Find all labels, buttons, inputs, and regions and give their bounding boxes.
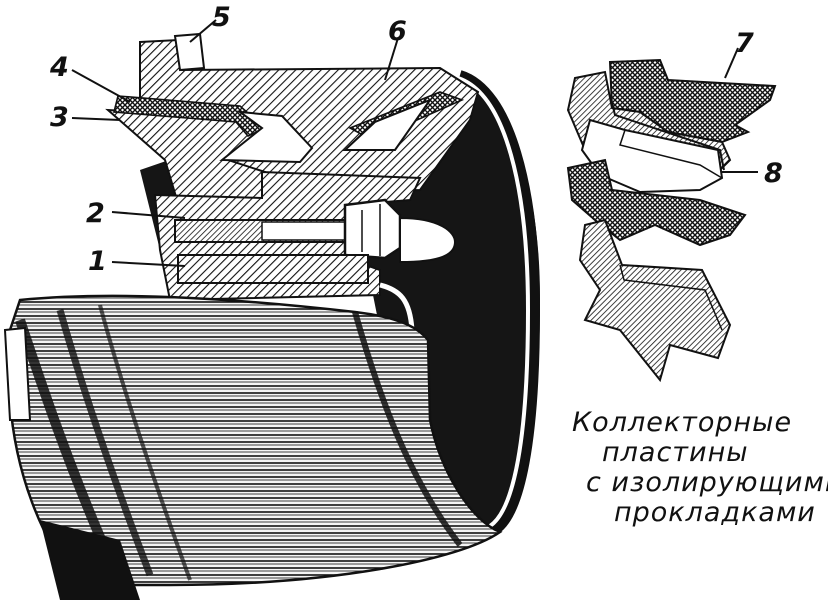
bolt-nut xyxy=(343,198,402,260)
caption: Коллекторные пластины с изолирующими про… xyxy=(572,407,828,528)
commutator-plate-3 xyxy=(578,218,732,383)
bushing-1 xyxy=(177,254,369,284)
leader-lines xyxy=(71,19,739,267)
caption-line-4: прокладками xyxy=(614,497,816,528)
label-2: 2 xyxy=(86,198,105,229)
caption-line-2: пластины xyxy=(602,437,749,468)
caption-line-1: Коллекторные xyxy=(572,407,793,438)
lug-5 xyxy=(173,32,206,72)
label-5: 5 xyxy=(212,2,231,33)
sleeve-foot xyxy=(40,520,140,600)
plates-illustration xyxy=(566,58,777,383)
insulating-spacer-mid xyxy=(566,158,747,247)
label-8: 8 xyxy=(764,158,783,189)
label-1: 1 xyxy=(88,246,107,277)
label-3: 3 xyxy=(50,102,69,133)
commutator-assembly xyxy=(3,32,541,600)
commutator-rim xyxy=(458,70,541,535)
label-6: 6 xyxy=(388,16,407,47)
label-4: 4 xyxy=(49,52,69,83)
label-7: 7 xyxy=(735,28,754,59)
insulation-4 xyxy=(112,95,267,137)
commutator-plate-8 xyxy=(580,118,724,194)
caption-line-3: с изолирующими xyxy=(586,467,828,498)
